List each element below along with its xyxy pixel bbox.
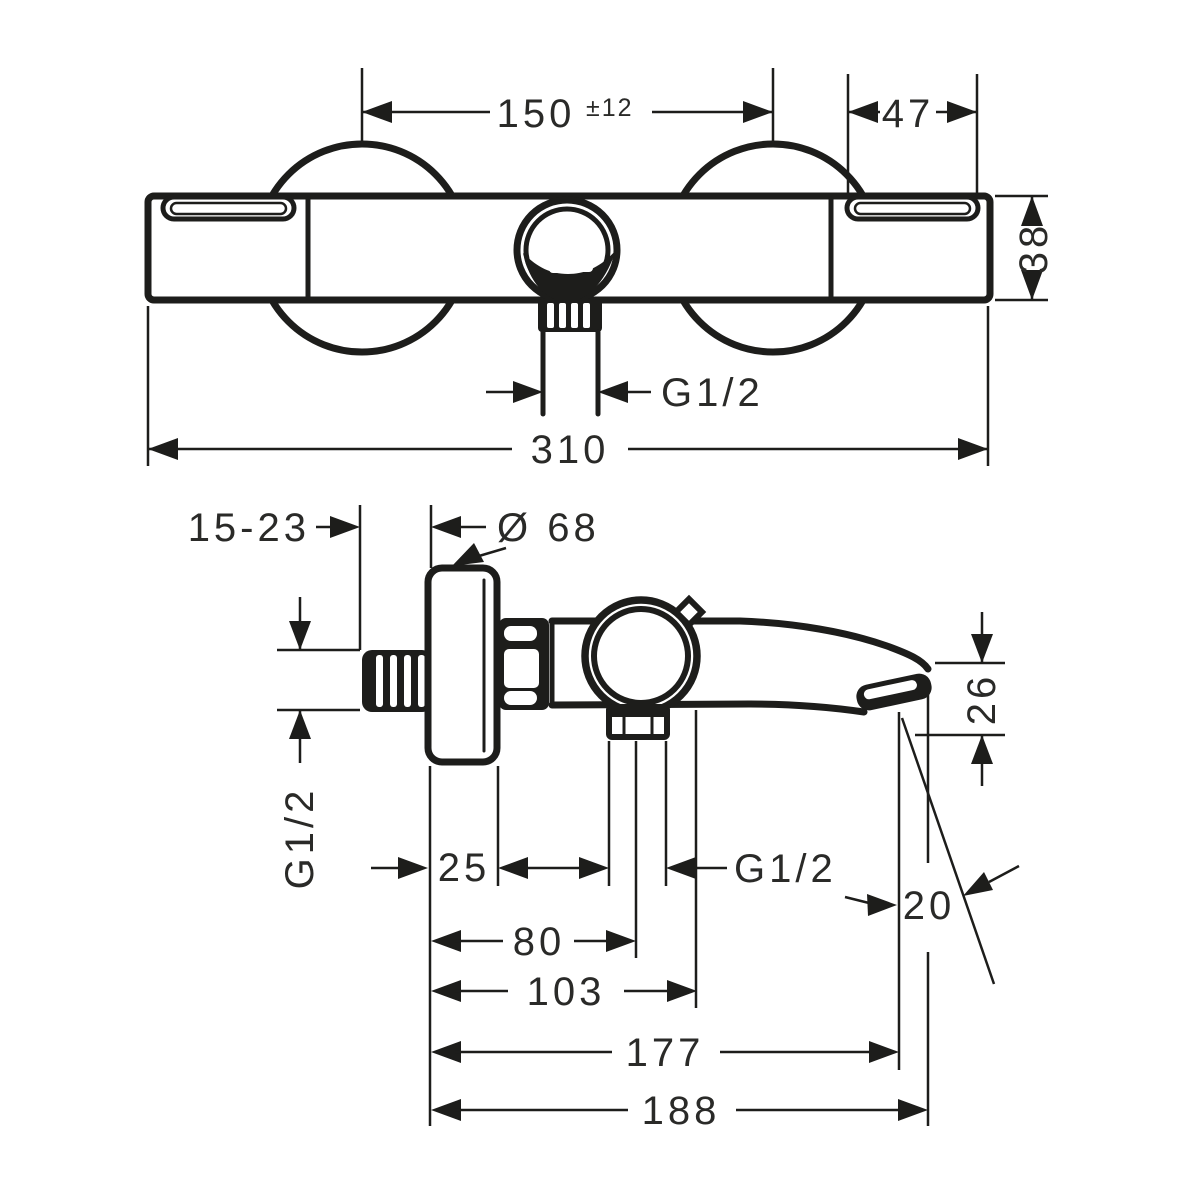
arrowhead-down-icon bbox=[1021, 270, 1043, 300]
dim-diameter-label: Ø 68 bbox=[497, 506, 600, 550]
dim-310-label: 310 bbox=[531, 428, 610, 472]
dim-20-label: 20 bbox=[903, 884, 956, 928]
front-view: 150 ±12 47 38 G1 bbox=[144, 68, 1056, 472]
dim-80-label: 80 bbox=[513, 920, 566, 964]
arrowhead-right-icon bbox=[898, 1099, 928, 1121]
thread-g12-inlet-label: G1/2 bbox=[278, 787, 322, 890]
dim-15-23-label: 15-23 bbox=[188, 506, 310, 550]
dimension-center-distance: 150 ±12 bbox=[360, 68, 775, 143]
thread-g12-bottom-label: G1/2 bbox=[734, 847, 837, 891]
center-outlet-assembly bbox=[513, 196, 621, 417]
arrowhead-down-icon bbox=[971, 634, 993, 663]
dim-150-label: 150 bbox=[497, 92, 576, 136]
dimension-bottom-outlet-thread: G1/2 bbox=[579, 847, 837, 891]
arrowhead-right-icon bbox=[947, 101, 977, 123]
arrowhead-right-icon bbox=[958, 438, 988, 460]
dimension-spout-drop: 26 bbox=[960, 612, 1004, 786]
dimension-inlet-thread: G1/2 bbox=[278, 597, 322, 889]
arrowhead-left-icon bbox=[431, 516, 461, 538]
arrowhead-left-icon bbox=[431, 1041, 461, 1063]
dimension-escutcheon-diameter: Ø 68 bbox=[452, 506, 600, 566]
dimension-outlet-thread-front: G1/2 bbox=[486, 371, 764, 415]
leader-arrowhead-icon bbox=[963, 872, 993, 896]
arrowhead-up-icon bbox=[971, 735, 993, 764]
dim-103-label: 103 bbox=[527, 970, 606, 1014]
connection-nut bbox=[499, 618, 549, 710]
dimension-wall-distance: 15-23 bbox=[188, 506, 486, 550]
right-handle-slot bbox=[844, 194, 981, 222]
arrowhead-right-icon bbox=[579, 857, 609, 879]
dimension-outlet-center: 80 bbox=[431, 920, 636, 964]
dim-38-label: 38 bbox=[1012, 222, 1056, 275]
dim-188-label: 188 bbox=[642, 1089, 721, 1133]
escutcheon-profile bbox=[424, 564, 501, 766]
arrowhead-right-icon bbox=[743, 101, 773, 123]
dim-25-label: 25 bbox=[438, 846, 491, 890]
arrowhead-left-icon bbox=[431, 1099, 461, 1121]
arrowhead-down-icon bbox=[289, 621, 311, 650]
spout-bottom-edge bbox=[548, 700, 868, 716]
arrowhead-left-icon bbox=[431, 930, 461, 952]
dimension-tip-reach: 188 bbox=[431, 1089, 928, 1133]
spout-top-edge bbox=[548, 617, 932, 673]
dimension-outlet-reach: 177 bbox=[431, 1031, 899, 1075]
arrowhead-left-icon bbox=[362, 101, 392, 123]
thread-g12-front-label: G1/2 bbox=[661, 371, 764, 415]
arrowhead-right-icon bbox=[867, 894, 897, 916]
arrowhead-up-icon bbox=[1021, 196, 1043, 226]
arrowhead-right-icon bbox=[398, 857, 428, 879]
dim-tolerance-label: ±12 bbox=[586, 94, 634, 122]
left-handle-slot bbox=[160, 194, 297, 222]
spout-aerator bbox=[856, 673, 932, 711]
arrowhead-right-icon bbox=[513, 381, 543, 403]
dim-26-label: 26 bbox=[960, 673, 1004, 726]
arrowhead-left-icon bbox=[666, 857, 696, 879]
dimension-handle-slot-width: 47 bbox=[846, 74, 979, 195]
arrowhead-right-icon bbox=[606, 930, 636, 952]
arrowhead-left-icon bbox=[431, 980, 461, 1002]
arrowhead-right-icon bbox=[330, 516, 360, 538]
dimension-body-length: 103 bbox=[431, 970, 697, 1014]
dimension-escutcheon-depth: 25 bbox=[371, 846, 579, 890]
dimension-outlet-offset: 20 bbox=[844, 864, 1020, 928]
wall-nipple bbox=[362, 650, 432, 712]
arrowhead-left-icon bbox=[148, 438, 178, 460]
outlet-plane-line bbox=[900, 717, 996, 985]
arrowhead-left-icon bbox=[598, 381, 628, 403]
extension-lines bbox=[277, 505, 1005, 1126]
bottom-outlet bbox=[606, 704, 670, 740]
dim-177-label: 177 bbox=[626, 1031, 705, 1075]
dim-47-label: 47 bbox=[882, 92, 935, 136]
dimension-body-height: 38 bbox=[995, 194, 1056, 302]
handle-marker-icon bbox=[671, 594, 707, 630]
arrowhead-right-icon bbox=[869, 1041, 899, 1063]
arrowhead-left-icon bbox=[498, 857, 528, 879]
arrowhead-up-icon bbox=[289, 710, 311, 739]
arrowhead-right-icon bbox=[667, 980, 697, 1002]
dimension-overall-width: 310 bbox=[146, 306, 990, 472]
arrowhead-left-icon bbox=[848, 101, 878, 123]
leader-arrowhead-icon bbox=[452, 543, 484, 566]
side-view: 15-23 Ø 68 G1/2 26 bbox=[188, 505, 1020, 1133]
thermostat-handle bbox=[581, 594, 707, 716]
